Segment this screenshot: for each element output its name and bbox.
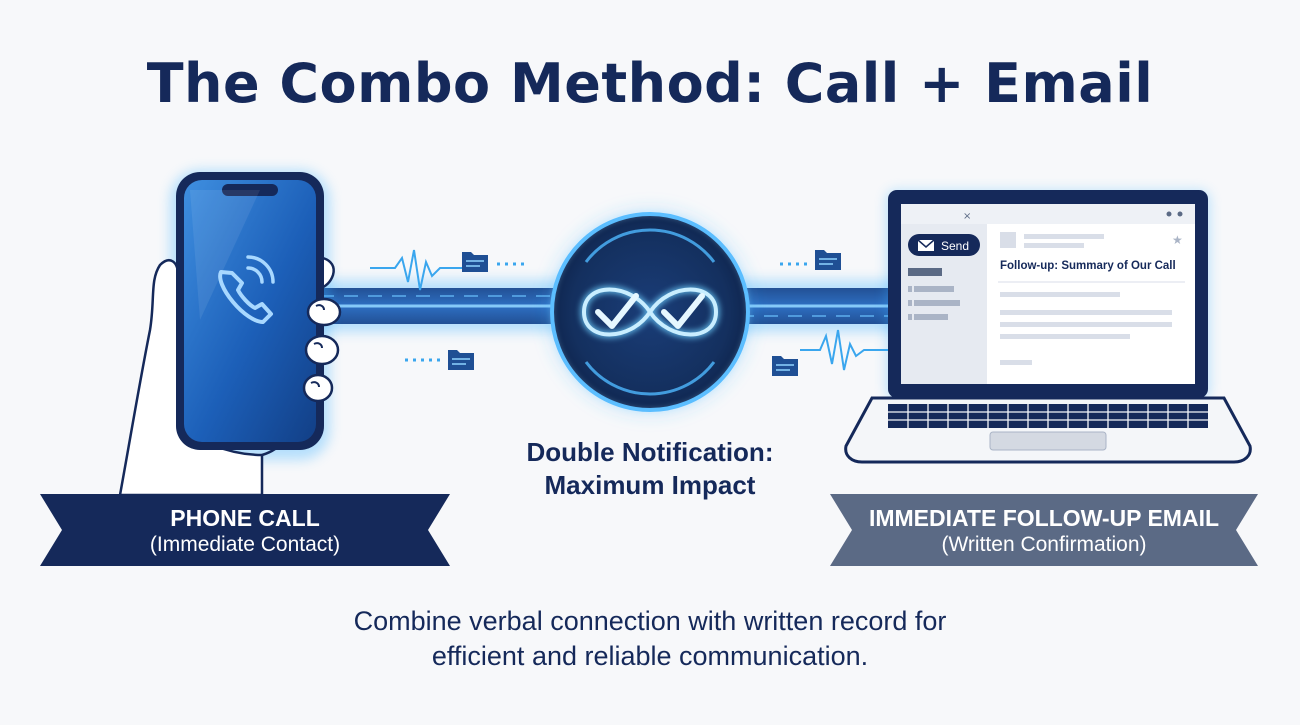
email-subject: Follow-up: Summary of Our Call xyxy=(1000,260,1176,272)
send-button-label: Send xyxy=(941,239,970,253)
email-label: IMMEDIATE FOLLOW-UP EMAIL (Written Confi… xyxy=(830,504,1258,558)
summary-text: Combine verbal connection with written r… xyxy=(200,604,1100,674)
folder-icon xyxy=(815,250,841,270)
email-title: IMMEDIATE FOLLOW-UP EMAIL xyxy=(868,505,1220,531)
summary-line2: efficient and reliable communication. xyxy=(431,641,869,671)
folder-icon xyxy=(448,350,474,370)
waveform-left xyxy=(370,249,470,291)
email-subtitle: (Written Confirmation) xyxy=(941,533,1147,556)
phone-call-label: PHONE CALL (Immediate Contact) xyxy=(40,504,450,558)
waveform-right xyxy=(800,329,890,371)
infinity-double-check-icon xyxy=(538,200,762,424)
phone-call-banner xyxy=(40,494,450,566)
summary-line1: Combine verbal connection with written r… xyxy=(353,606,947,636)
svg-text:★: ★ xyxy=(1172,233,1183,247)
phone-call-subtitle: (Immediate Contact) xyxy=(149,533,341,556)
folder-icon xyxy=(772,356,798,376)
svg-text:×: × xyxy=(963,211,971,222)
center-caption-line1: Double Notification: xyxy=(526,437,774,467)
laptop-email-icon: × ★ xyxy=(844,190,1252,464)
email-banner xyxy=(830,494,1258,566)
phone-call-icon xyxy=(118,170,342,497)
page-title: The Combo Method: Call + Email xyxy=(146,52,1154,115)
center-caption-line2: Maximum Impact xyxy=(544,470,756,500)
center-caption: Double Notification: Maximum Impact xyxy=(470,436,830,502)
phone-call-title: PHONE CALL xyxy=(170,505,320,531)
folder-icon xyxy=(462,252,488,272)
